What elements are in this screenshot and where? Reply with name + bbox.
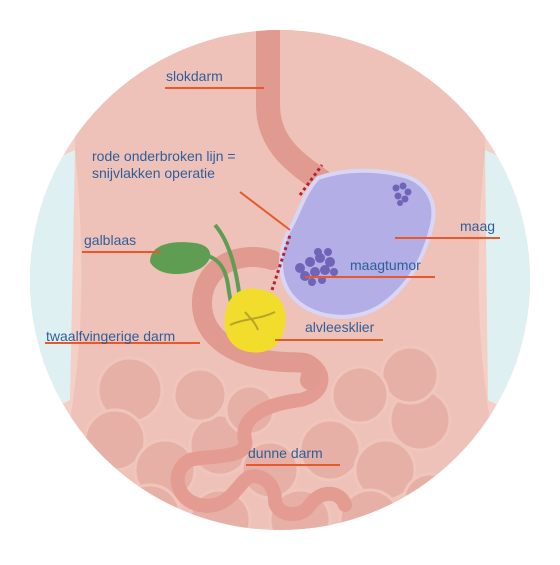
label-dunne-darm: dunne darm	[248, 445, 323, 461]
duodenum	[192, 247, 322, 390]
bile-duct-2	[213, 223, 242, 301]
label-maag: maag	[460, 218, 496, 234]
gallbladder	[150, 242, 211, 275]
leader-lines	[45, 87, 500, 466]
pancreatic-duct	[229, 311, 276, 331]
pancreas	[224, 288, 286, 353]
left-side-panel	[30, 150, 75, 420]
stomach-tumor-small	[392, 182, 412, 206]
label-twaalfvingerige-darm: twaalfvingerige darm	[46, 328, 176, 344]
stomach-tumor-large	[295, 248, 338, 286]
right-side-panel	[485, 150, 530, 420]
label-slokdarm: slokdarm	[166, 68, 223, 84]
cut-line-esophagus	[298, 164, 324, 196]
esophagus	[256, 30, 332, 192]
label-maagtumor: maagtumor	[350, 257, 421, 273]
label-snijvlakken: rode onderbroken lijn = snijvlakken oper…	[92, 148, 282, 182]
label-alvleesklier: alvleesklier	[305, 319, 375, 335]
label-snijvlakken-line1: rode onderbroken lijn =	[92, 148, 236, 164]
label-galblaas: galblaas	[84, 232, 137, 248]
label-snijvlakken-line2: snijvlakken operatie	[92, 165, 215, 181]
small-intestine	[170, 353, 352, 521]
cut-line-duodenum	[270, 234, 292, 291]
